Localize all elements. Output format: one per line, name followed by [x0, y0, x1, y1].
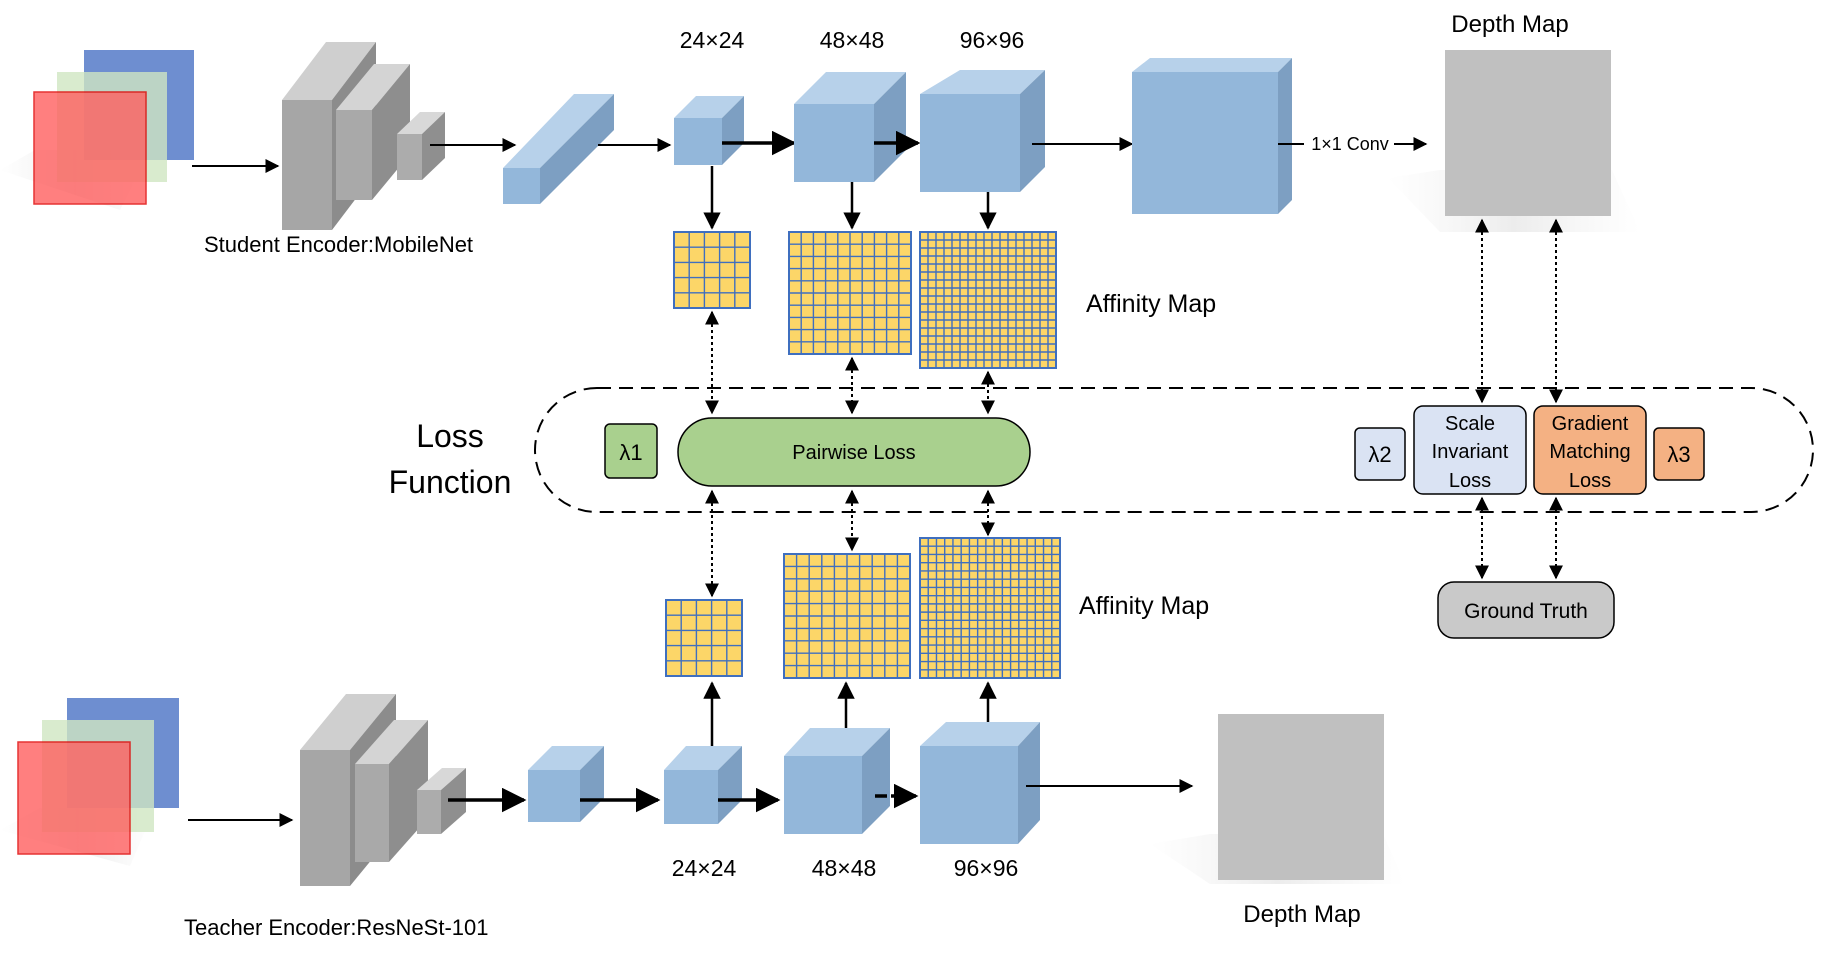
student-affinity-grid-48: [788, 231, 912, 355]
pairwise-loss-box: [677, 417, 1031, 487]
teacher-pairwise-connectors: [705, 489, 995, 598]
ground-truth-box: [1437, 581, 1615, 639]
student-cube-96: [920, 70, 1045, 192]
student-encoder-label: Student Encoder:MobileNet: [204, 232, 473, 257]
student-cube-48: [794, 72, 906, 182]
conv-label: 1×1 Conv: [1311, 134, 1389, 154]
student-encoder: [282, 42, 445, 230]
gradient-matching-line2: Matching: [1549, 441, 1630, 463]
loss-title-line2: Function: [389, 464, 512, 500]
lambda3-box: [1653, 427, 1705, 481]
ground-truth-label: Ground Truth: [1464, 600, 1588, 623]
scale-invariant-loss-box: [1413, 405, 1527, 495]
loss-title-line1: Loss: [416, 418, 484, 454]
student-size-96: 96×96: [960, 27, 1025, 53]
lambda1-label: λ1: [619, 440, 642, 465]
teacher-input-image: [0, 698, 179, 866]
teacher-depth-map: [1150, 714, 1405, 884]
teacher-size-48: 48×48: [812, 855, 877, 881]
teacher-cube-96: [920, 722, 1040, 844]
teacher-encoder-label: Teacher Encoder:ResNeSt-101: [184, 915, 489, 940]
student-cube-24: [674, 96, 744, 165]
student-depth-map: [1388, 50, 1640, 232]
student-decoder-cube: [1132, 58, 1292, 214]
loss-region: [534, 387, 1814, 513]
gradient-matching-line3: Loss: [1569, 470, 1611, 492]
gradient-matching-line1: Gradient: [1552, 413, 1629, 435]
lambda1-box: [604, 423, 658, 479]
student-affinity-label: Affinity Map: [1086, 290, 1216, 318]
teacher-size-24: 24×24: [672, 855, 737, 881]
grid-background: [919, 231, 1057, 369]
student-bottleneck: [503, 94, 614, 204]
lambda3-label: λ3: [1667, 442, 1690, 467]
teacher-cube-48: [784, 728, 890, 834]
teacher-cube-24: [664, 746, 742, 824]
gradient-matching-loss-box: [1533, 405, 1647, 495]
grid-background: [673, 231, 751, 309]
student-input-image: [0, 50, 194, 210]
scale-invariant-line2: Invariant: [1432, 441, 1509, 463]
teacher-affinity-grid-96: [919, 537, 1061, 679]
lambda2-box: [1354, 427, 1406, 481]
grid-background: [919, 537, 1061, 679]
teacher-depth-label: Depth Map: [1243, 901, 1360, 928]
teacher-affinity-grid-48: [783, 553, 911, 679]
depth-loss-connectors: [1475, 218, 1563, 580]
student-affinity-grid-96: [919, 231, 1057, 369]
student-size-24: 24×24: [680, 27, 745, 53]
scale-invariant-line3: Loss: [1449, 470, 1491, 492]
student-depth-label: Depth Map: [1451, 11, 1568, 38]
lambda2-label: λ2: [1368, 442, 1391, 467]
teacher-affinity-label: Affinity Map: [1079, 592, 1209, 620]
teacher-encoder: [300, 694, 466, 886]
pairwise-loss-label: Pairwise Loss: [792, 442, 915, 464]
student-size-48: 48×48: [820, 27, 885, 53]
teacher-bottleneck-cube: [528, 746, 604, 822]
student-affinity-grid-24: [673, 231, 751, 309]
teacher-size-96: 96×96: [954, 855, 1019, 881]
grid-background: [665, 599, 743, 677]
teacher-affinity-grid-24: [665, 599, 743, 677]
scale-invariant-line1: Scale: [1445, 413, 1495, 435]
student-pairwise-connectors: [705, 310, 995, 415]
